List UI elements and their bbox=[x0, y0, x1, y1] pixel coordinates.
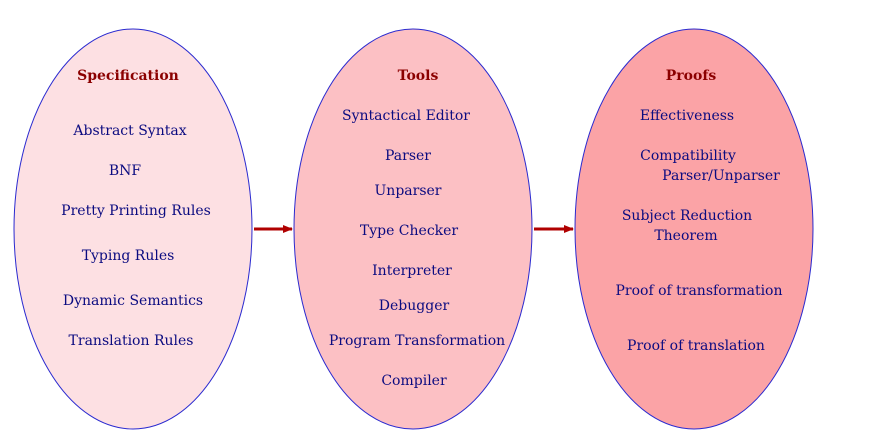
tools-item-syntactical-editor: Syntactical Editor bbox=[342, 108, 470, 124]
proofs-item-parser-unparser: Parser/Unparser bbox=[662, 168, 780, 184]
proofs-item-subject-reduction: Subject Reduction bbox=[622, 208, 752, 224]
spec-item-pretty-printing-rules: Pretty Printing Rules bbox=[61, 203, 211, 219]
tools-item-program-transformation: Program Transformation bbox=[329, 333, 505, 349]
proofs-item-effectiveness: Effectiveness bbox=[640, 108, 734, 124]
specification-ellipse bbox=[13, 28, 253, 430]
spec-item-typing-rules: Typing Rules bbox=[82, 248, 175, 264]
spec-item-bnf: BNF bbox=[109, 163, 142, 179]
proofs-item-proof-of-transformation: Proof of transformation bbox=[615, 283, 782, 299]
proofs-item-theorem: Theorem bbox=[654, 228, 717, 244]
tools-item-interpreter: Interpreter bbox=[372, 263, 452, 279]
proofs-ellipse bbox=[574, 28, 814, 430]
tools-item-debugger: Debugger bbox=[379, 298, 450, 314]
proofs-item-compatibility: Compatibility bbox=[640, 148, 736, 164]
tools-item-compiler: Compiler bbox=[381, 373, 447, 389]
spec-item-dynamic-semantics: Dynamic Semantics bbox=[63, 293, 203, 309]
spec-item-translation-rules: Translation Rules bbox=[69, 333, 194, 349]
proofs-item-proof-of-translation: Proof of translation bbox=[627, 338, 765, 354]
proofs-title: Proofs bbox=[666, 68, 717, 84]
tools-item-type-checker: Type Checker bbox=[360, 223, 459, 239]
tools-item-unparser: Unparser bbox=[375, 183, 442, 199]
tools-item-parser: Parser bbox=[385, 148, 431, 164]
spec-item-abstract-syntax: Abstract Syntax bbox=[72, 123, 186, 139]
tools-title: Tools bbox=[398, 68, 439, 84]
specification-title: Specification bbox=[77, 68, 179, 84]
tools-ellipse bbox=[293, 28, 533, 430]
